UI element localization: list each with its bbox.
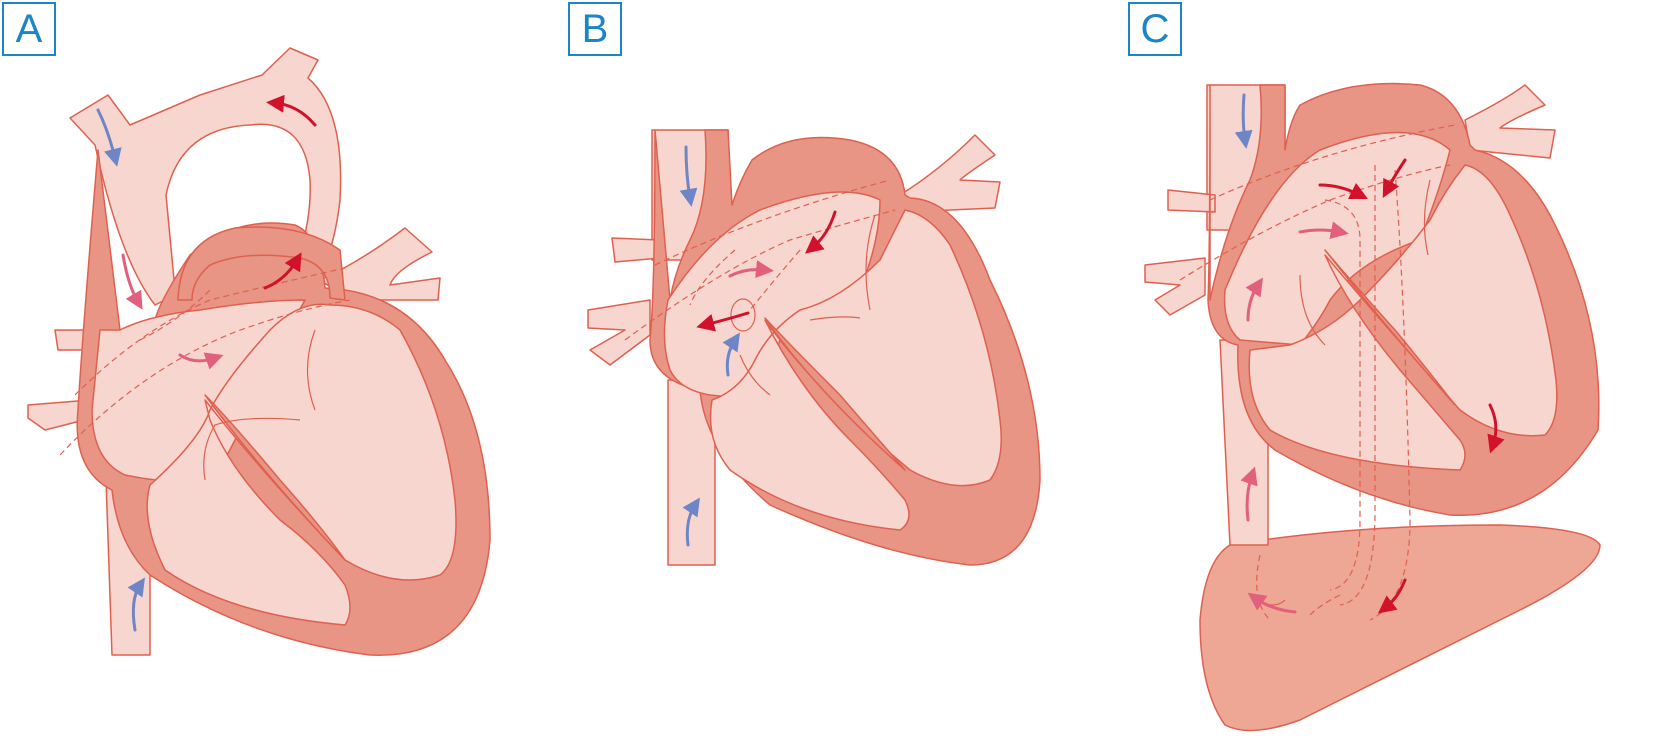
arrow-c-pink-mid bbox=[1298, 221, 1349, 240]
left-side-vessel-lower bbox=[1144, 257, 1206, 316]
panel-label-c: C bbox=[1128, 2, 1182, 56]
arrow-c-red-a bbox=[1318, 182, 1369, 200]
septum bbox=[204, 394, 346, 561]
septum bbox=[1324, 249, 1456, 406]
arrow-b-pink bbox=[728, 260, 774, 279]
panel-label-a-text: A bbox=[15, 7, 43, 51]
arrow-a-red-mid bbox=[263, 252, 302, 290]
panel-a-dashed-paths bbox=[59, 267, 351, 456]
panel-a-arrows bbox=[96, 94, 317, 632]
liver bbox=[1199, 524, 1601, 732]
panel-label-b-text: B bbox=[581, 7, 609, 51]
arrow-c-red-b bbox=[1382, 158, 1407, 198]
arrow-c-pink-lower bbox=[1240, 466, 1258, 522]
left-side-vessel-upper bbox=[1167, 189, 1216, 213]
arrow-c-red-liver bbox=[1377, 578, 1407, 614]
arrow-a-red-top bbox=[266, 94, 317, 127]
panel-b-dashed-paths bbox=[624, 179, 896, 341]
right-ventricle bbox=[146, 303, 457, 626]
panel-c-arrows bbox=[1234, 93, 1505, 614]
right-side-vessels bbox=[1464, 84, 1556, 159]
septum bbox=[764, 317, 906, 471]
arrow-c-pink-upper bbox=[1245, 277, 1263, 322]
arrow-b-blue-mid bbox=[722, 332, 740, 377]
panel-label-c-text: C bbox=[1140, 7, 1170, 51]
right-branch-vessel bbox=[319, 227, 441, 301]
panel-a-heart bbox=[27, 47, 491, 656]
arrow-c-red-c bbox=[1487, 403, 1505, 454]
panel-c-heart bbox=[1144, 82, 1601, 732]
panel-b-heart bbox=[587, 129, 1041, 566]
arrow-c-pink-liver bbox=[1247, 592, 1297, 614]
arrow-c-blue bbox=[1234, 93, 1253, 149]
left-side-vessel-upper bbox=[611, 237, 661, 263]
panel-label-b: B bbox=[568, 2, 622, 56]
aortic-arch bbox=[177, 226, 346, 301]
arrow-b-red-top bbox=[805, 210, 837, 254]
arrow-b-blue-top bbox=[679, 145, 698, 207]
arrow-b-red-mid bbox=[696, 311, 750, 332]
right-ventricle bbox=[1248, 164, 1558, 471]
panel-label-a: A bbox=[2, 2, 56, 56]
arrow-a-blue-top bbox=[96, 108, 122, 167]
right-side-vessels bbox=[899, 134, 1001, 213]
arrow-a-pink-mid bbox=[178, 352, 224, 370]
right-ventricle bbox=[709, 209, 1002, 531]
arrow-a-pink-left bbox=[121, 253, 143, 310]
panel-a-valve-lines bbox=[203, 329, 316, 481]
panel-c-dashed-paths bbox=[1179, 124, 1456, 621]
left-side-vessel-lower bbox=[587, 299, 651, 366]
panel-b-arrows bbox=[679, 145, 837, 547]
panel-b-valve-lines bbox=[730, 214, 876, 396]
arrow-b-blue-bottom bbox=[682, 497, 700, 547]
arrow-a-blue-bottom bbox=[127, 577, 145, 632]
